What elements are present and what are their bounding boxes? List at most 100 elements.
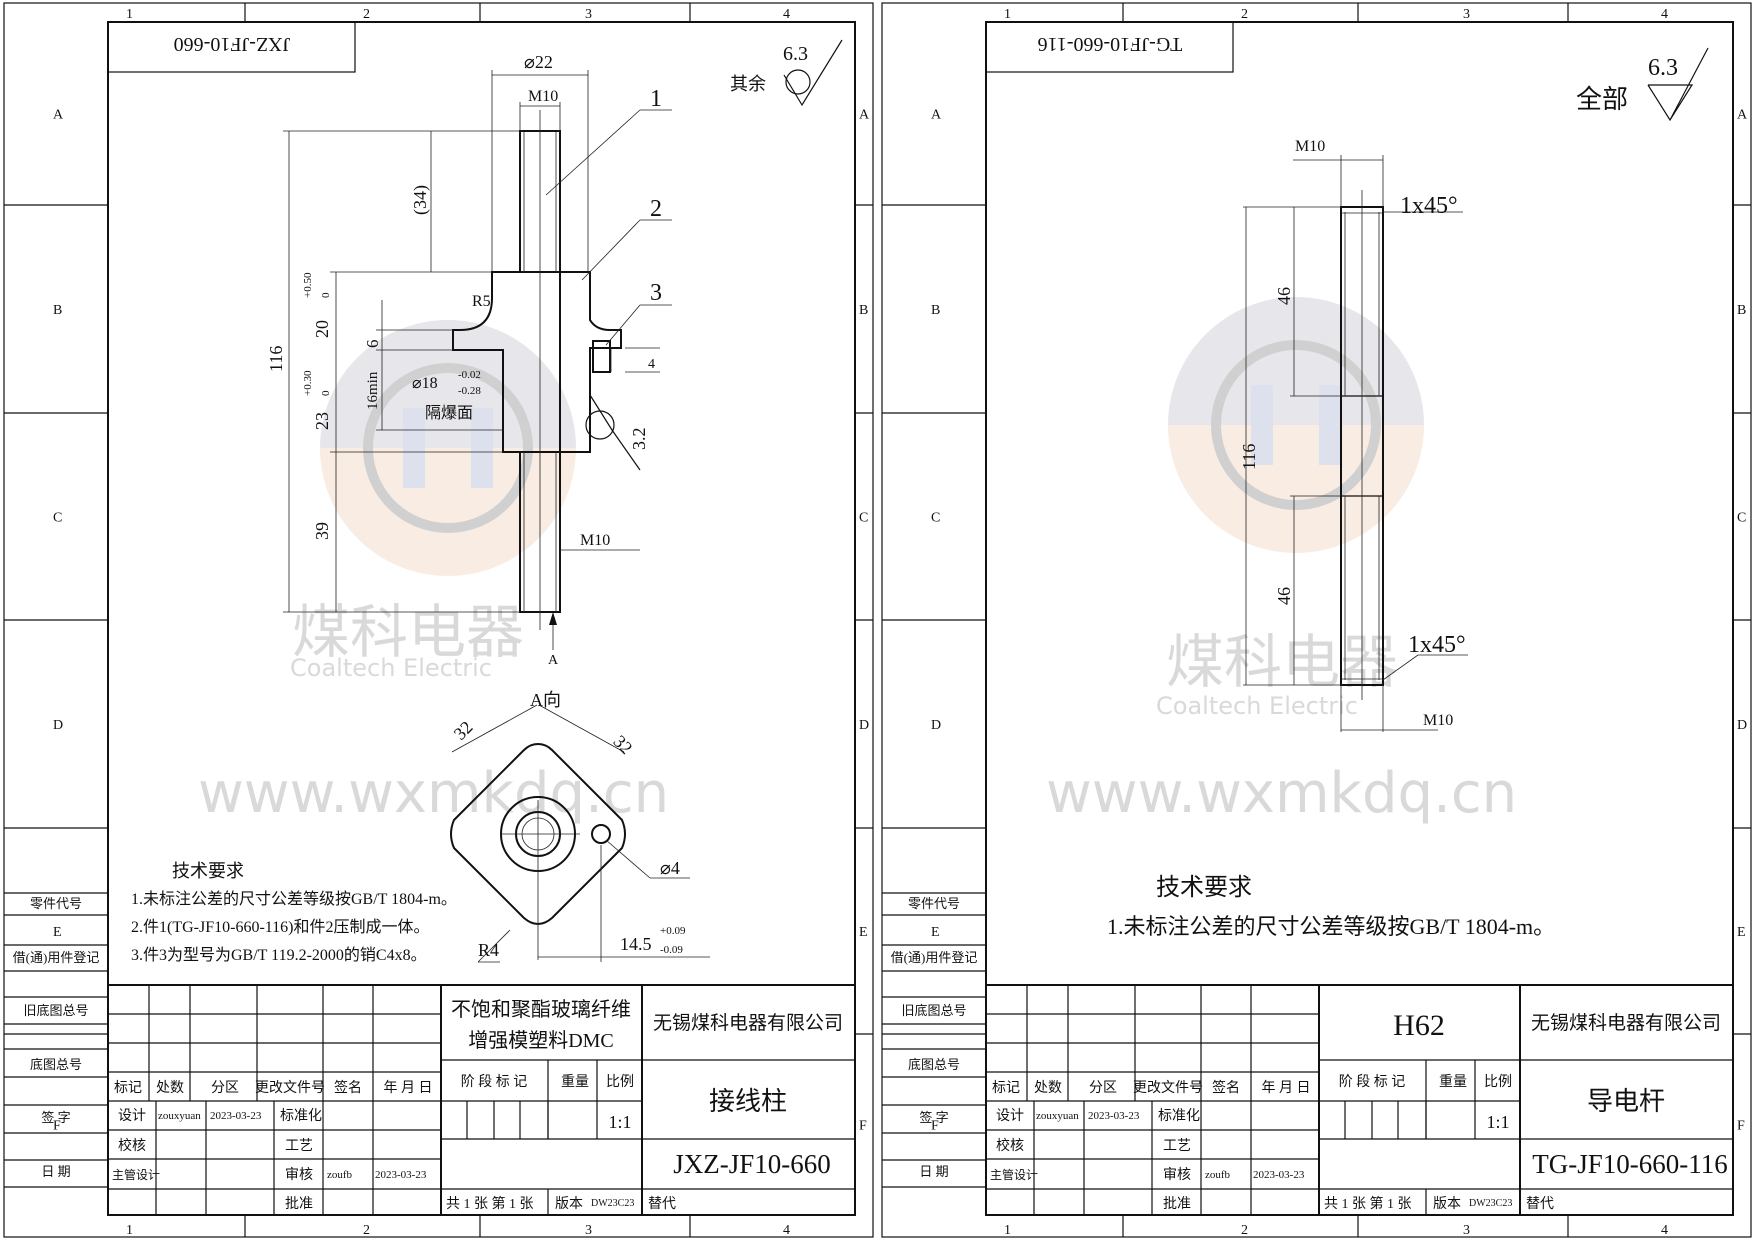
- design-date: 2023-03-23: [210, 1110, 262, 1122]
- chief-designer-label: 主管设计: [112, 1167, 160, 1182]
- dim-m10-top: M10: [1295, 138, 1325, 155]
- part-label-2: 2: [650, 196, 662, 222]
- zone-column-label: 2: [1241, 7, 1248, 22]
- mirrored-code-box: [107, 21, 356, 73]
- mirrored-drawing-code: JXZ-JF10-660: [174, 33, 291, 55]
- line: [477, 929, 511, 963]
- side-label: 底图总号: [908, 1057, 960, 1072]
- zone-column-label: 2: [363, 1223, 370, 1238]
- dim-46: 46: [1274, 287, 1294, 305]
- watermark-logo-h: [1251, 385, 1273, 465]
- standardization-label: 标准化: [280, 1108, 322, 1124]
- zone-row-label: B: [859, 303, 868, 318]
- drawing-number: TG-JF10-660-116: [1532, 1149, 1728, 1179]
- zone-row-label: D: [931, 718, 941, 733]
- designer-name: zouxyuan: [1036, 1110, 1079, 1122]
- replaces-label: 替代: [648, 1196, 676, 1212]
- metal-flange: [452, 271, 560, 453]
- roughness-check-icon: [589, 394, 641, 471]
- zone-row-label: B: [1737, 303, 1746, 318]
- weight-label: 重量: [1439, 1074, 1467, 1090]
- tech-requirement-item: 3.件3为型号为GB/T 119.2-2000的销C4x8。: [131, 946, 427, 964]
- dim-dia-18: ⌀18: [412, 375, 438, 392]
- dim-18-tol: -0.02: [458, 369, 481, 381]
- watermark-logo-h: [1319, 385, 1341, 465]
- dim-r4: R4: [478, 940, 499, 960]
- standardization-label: 标准化: [1158, 1108, 1200, 1124]
- watermark-logo-inner: [363, 363, 533, 533]
- explosion-proof-face-label: 隔爆面: [425, 403, 473, 422]
- stage-mark-label: 阶 段 标 记: [1339, 1074, 1406, 1090]
- dim-32: 32: [450, 717, 477, 744]
- mirrored-drawing-code: TG-JF10-660-116: [1038, 33, 1183, 55]
- revision-header: 签名: [1212, 1079, 1240, 1096]
- roughness-value: 6.3: [1648, 55, 1678, 81]
- checker-label: 校核: [996, 1137, 1024, 1154]
- version-label: 版本: [555, 1196, 583, 1212]
- dim-14-5-tol: +0.09: [660, 925, 686, 937]
- dim-20-tol: 0: [320, 292, 332, 298]
- tech-requirement-item: 1.未标注公差的尺寸公差等级按GB/T 1804-m。: [131, 890, 457, 908]
- dim-14-5-tol: -0.09: [660, 944, 683, 956]
- dim-16min: 16min: [365, 371, 381, 410]
- line: [1382, 654, 1419, 681]
- dim-m10-bottom: M10: [580, 532, 610, 549]
- dim-4: 4: [648, 357, 655, 372]
- watermark-url: www.wxmkdq.cn: [1046, 761, 1517, 826]
- zone-column-label: 2: [363, 7, 370, 22]
- roughness-check-icon: [783, 39, 843, 107]
- zone-column-label: 3: [585, 7, 592, 22]
- zone-column-label: 4: [1661, 1223, 1668, 1238]
- dim-dia-4: ⌀4: [660, 858, 680, 878]
- roughness-label: 全部: [1576, 85, 1628, 114]
- dim-20: 20: [312, 320, 332, 338]
- zone-row-label: D: [1737, 718, 1747, 733]
- watermark-logo-top: [320, 320, 576, 448]
- zone-column-label: 4: [783, 7, 790, 22]
- line: [538, 704, 625, 753]
- dim-23: 23: [312, 412, 332, 430]
- zone-column-label: 3: [1463, 1223, 1470, 1238]
- zone-row-label: A: [859, 108, 870, 123]
- molded-body-part-2: [559, 271, 622, 453]
- designer-name: zouxyuan: [158, 1110, 201, 1122]
- chamfer-bottom: 1x45°: [1408, 632, 1466, 658]
- sheet-count: 共 1 张 第 1 张: [446, 1195, 534, 1212]
- dim-39: 39: [312, 522, 332, 540]
- line: [545, 109, 641, 196]
- outer-border: [881, 2, 1752, 1238]
- review-date: 2023-03-23: [1253, 1169, 1305, 1181]
- pin-part-3: [592, 340, 611, 373]
- roughness-triangle-icon: [1647, 47, 1709, 122]
- revision-header: 更改文件号: [1133, 1080, 1203, 1096]
- zone-row-label: D: [859, 718, 869, 733]
- line: [605, 839, 651, 879]
- dim-m10-top: M10: [528, 88, 558, 105]
- zone-row-label: C: [859, 511, 868, 526]
- zone-row-label: C: [53, 511, 62, 526]
- process-label: 工艺: [285, 1138, 313, 1154]
- side-label: 借(通)用件登记: [13, 950, 100, 965]
- zone-row-label: F: [1737, 1119, 1745, 1134]
- version-label: 版本: [1433, 1196, 1461, 1212]
- revision-header: 签名: [334, 1079, 362, 1096]
- tech-requirements-title: 技术要求: [1156, 874, 1252, 901]
- designer-label: 设计: [118, 1108, 146, 1124]
- zone-row-label: E: [1737, 925, 1746, 940]
- part-label-3: 3: [650, 280, 662, 306]
- side-label: 签 字: [41, 1110, 70, 1125]
- company-name: 无锡煤科电器有限公司: [1531, 1012, 1721, 1034]
- watermark-logo-h: [471, 408, 493, 488]
- revision-header: 标记: [114, 1080, 142, 1096]
- zone-row-label: C: [1737, 511, 1746, 526]
- zone-row-label: E: [931, 925, 940, 940]
